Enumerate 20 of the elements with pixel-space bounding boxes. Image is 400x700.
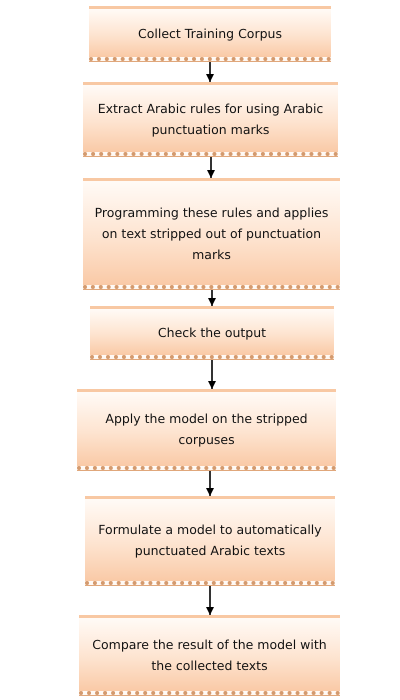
step-text: Compare the result of the model with the collected texts (91, 636, 328, 674)
process-box (83, 178, 340, 289)
step-text: Extract Arabic rules for using Arabic punctuation marks (96, 100, 324, 139)
step-text: Collect Training Corpus (138, 24, 282, 43)
process-box (83, 82, 338, 156)
step-text: Apply the model on the stripped corpuses (104, 410, 309, 449)
arrow (206, 586, 214, 615)
process-box (77, 389, 336, 470)
arrow (208, 360, 216, 389)
step-text: Programming these rules and applies on text stripped out of punctuation marks (94, 204, 330, 264)
process-box (85, 496, 335, 585)
arrow (208, 290, 216, 306)
process-box (90, 306, 334, 359)
step-text: Check the output (158, 324, 266, 342)
arrow (206, 62, 214, 82)
arrow (207, 157, 215, 178)
process-box (79, 615, 340, 695)
process-box (89, 6, 331, 61)
step-text: Formulate a model to automatically punctuated Arabic texts (97, 521, 323, 560)
arrow (206, 471, 214, 496)
